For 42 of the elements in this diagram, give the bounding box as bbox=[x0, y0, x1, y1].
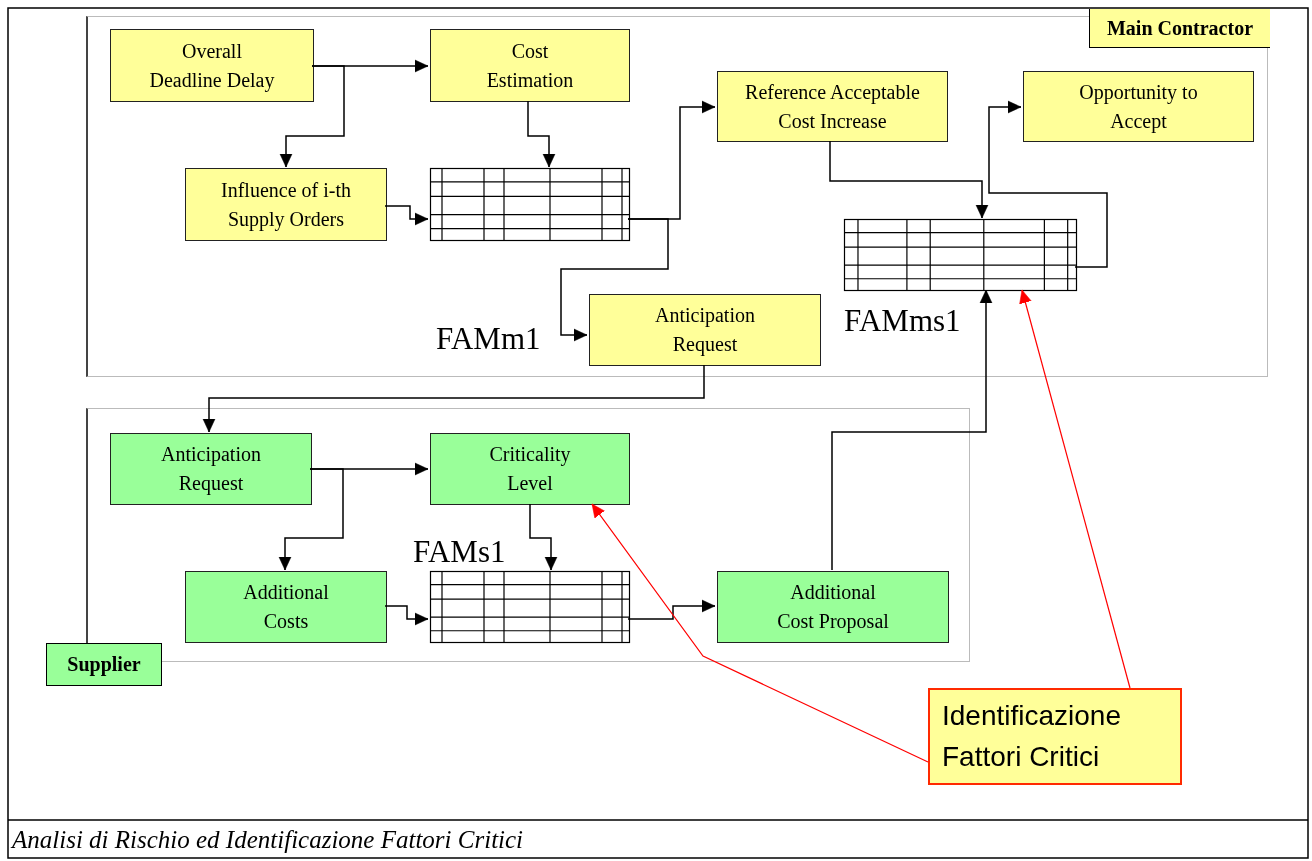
table-label: FAMm1 bbox=[436, 323, 541, 354]
arrow bbox=[384, 205, 429, 226]
process-box bbox=[589, 294, 821, 366]
node-label: Additional Costs bbox=[242, 580, 330, 634]
arrow bbox=[384, 605, 429, 626]
arrow bbox=[829, 140, 989, 219]
process-box bbox=[430, 29, 630, 102]
arrow bbox=[202, 364, 705, 433]
arrow bbox=[1019, 289, 1131, 689]
callout-box bbox=[928, 688, 1182, 785]
node-label: Anticipation Request bbox=[160, 442, 262, 497]
arrow bbox=[988, 100, 1108, 268]
process-box bbox=[110, 433, 312, 505]
arrow bbox=[529, 503, 558, 571]
node-label: Anticipation Request bbox=[654, 303, 756, 358]
process-box bbox=[717, 71, 948, 142]
caption: Analisi di Rischio ed Identificazione Fattori Critici bbox=[12, 826, 524, 854]
arrow bbox=[591, 503, 929, 763]
node-label: Influence of i-th Supply Orders bbox=[220, 177, 352, 233]
table-label: FAMs1 bbox=[413, 536, 506, 567]
process-box bbox=[185, 168, 387, 241]
node-label: Additional Cost Proposal bbox=[776, 580, 890, 635]
node-label: Opportunity to Accept bbox=[1078, 79, 1199, 135]
arrow bbox=[527, 100, 556, 168]
node-label: Criticality Level bbox=[488, 442, 572, 496]
arrow bbox=[831, 289, 993, 571]
node-label: Overall Deadline Delay bbox=[148, 38, 276, 94]
arrow bbox=[627, 599, 716, 620]
process-box bbox=[1023, 71, 1254, 142]
arrow bbox=[279, 65, 345, 168]
process-box bbox=[185, 571, 387, 643]
process-box bbox=[717, 571, 949, 643]
process-box bbox=[110, 29, 314, 102]
callout-text: Identificazione Fattori Critici bbox=[942, 699, 1122, 774]
node-label: Reference Acceptable Cost Increase bbox=[744, 79, 921, 134]
lane-label: Main Contractor bbox=[1089, 9, 1270, 48]
arrow bbox=[560, 218, 669, 342]
table-label: FAMms1 bbox=[844, 305, 961, 336]
node-label: Cost Estimation bbox=[485, 38, 575, 93]
lane-label: Supplier bbox=[46, 643, 162, 686]
process-box bbox=[430, 433, 630, 505]
arrow bbox=[278, 468, 344, 571]
